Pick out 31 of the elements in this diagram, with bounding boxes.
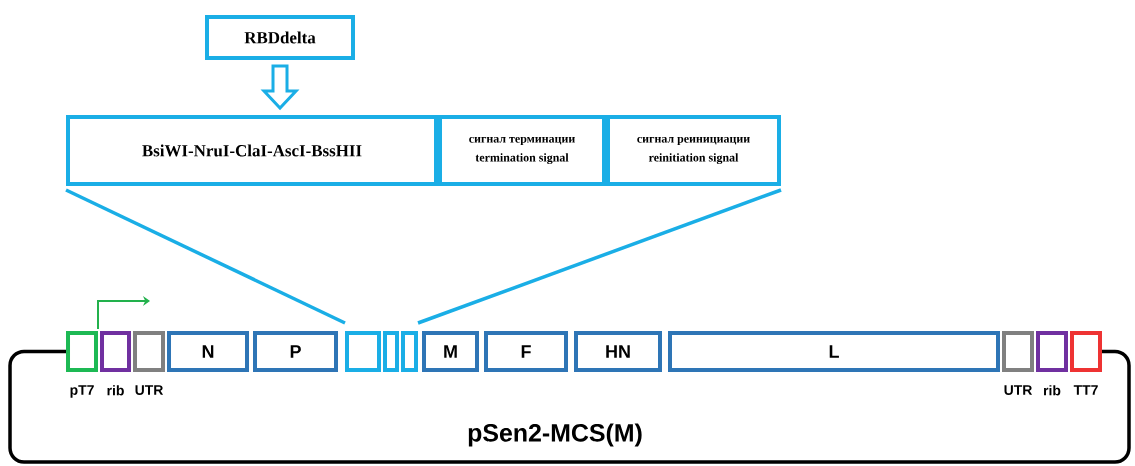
part-label: UTR bbox=[1004, 385, 1033, 395]
block-arrow bbox=[260, 64, 300, 111]
promoter-arrow bbox=[97, 295, 150, 330]
part-label: pT7 bbox=[70, 385, 94, 398]
segment-box bbox=[133, 331, 165, 372]
segment-box bbox=[100, 331, 131, 372]
part-label: rib bbox=[107, 385, 124, 396]
sequence-box: сигнал реинициации reinitiation signal bbox=[606, 115, 781, 186]
segment-box bbox=[345, 331, 381, 372]
backbone-line bbox=[8, 349, 1131, 464]
segment-box bbox=[1036, 331, 1068, 372]
segment-box bbox=[401, 331, 418, 372]
gene-box: M bbox=[422, 331, 479, 372]
part-label: UTR bbox=[135, 385, 164, 395]
gene-box: N bbox=[167, 331, 249, 372]
part-label: TT7 bbox=[1073, 385, 1098, 395]
sequence-box: сигнал терминации termination signal bbox=[438, 115, 606, 186]
promoter-box bbox=[66, 331, 98, 372]
sequence-box: BsiWI-NruI-ClaI-AscI-BssHII bbox=[66, 115, 438, 186]
insert-box: RBDdelta bbox=[205, 15, 355, 60]
terminator-box bbox=[1070, 331, 1102, 372]
gene-box: F bbox=[484, 331, 568, 372]
gene-box: HN bbox=[574, 331, 662, 372]
plasmid-name: pSen2-MCS(M) bbox=[468, 423, 642, 447]
gene-box: L bbox=[668, 331, 1000, 372]
gene-box: P bbox=[253, 331, 338, 372]
segment-box bbox=[383, 331, 399, 372]
segment-box bbox=[1002, 331, 1034, 372]
part-label: rib bbox=[1044, 385, 1061, 396]
leader-line bbox=[417, 188, 782, 325]
leader-line bbox=[65, 188, 346, 325]
